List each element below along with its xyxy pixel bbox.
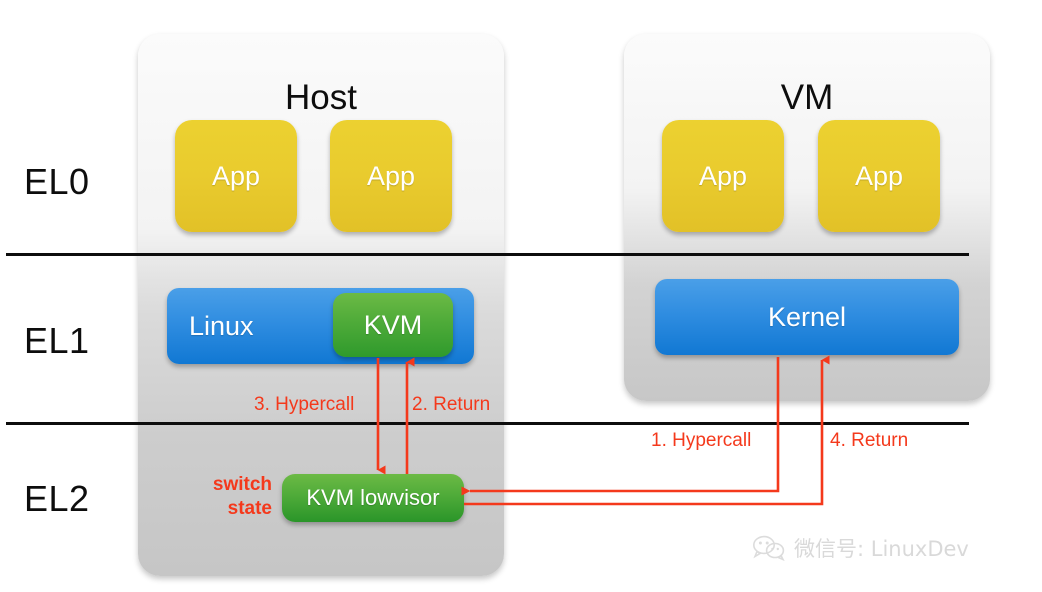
host-panel-title: Host xyxy=(285,78,357,117)
kvm-lowvisor-box: KVM lowvisor xyxy=(282,474,464,522)
flow-label-2-return: 2. Return xyxy=(412,394,491,415)
el0-level-label: EL0 xyxy=(24,161,90,202)
vm-panel-title: VM xyxy=(780,78,834,117)
flow-label-3-hypercall: 3. Hypercall xyxy=(254,394,355,415)
flow-label-1-hypercall: 1. Hypercall xyxy=(651,430,752,451)
divider-el1-el2 xyxy=(6,422,969,425)
vm-app-box-2: App xyxy=(818,120,940,232)
el2-level-label: EL2 xyxy=(24,478,90,519)
switch-state-label: switch state xyxy=(212,474,272,519)
wechat-icon xyxy=(753,535,785,561)
flow-label-4-return: 4. Return xyxy=(830,430,909,451)
host-app-box-1: App xyxy=(175,120,297,232)
watermark: 微信号: LinuxDev xyxy=(752,533,969,563)
el1-level-label: EL1 xyxy=(24,320,90,361)
watermark-text: 微信号: LinuxDev xyxy=(794,537,969,561)
host-app-box-2: App xyxy=(330,120,452,232)
divider-el0-el1 xyxy=(6,253,969,256)
host-kvm-module-box: KVM xyxy=(333,293,453,357)
vm-kernel-box: Kernel xyxy=(655,279,959,355)
vm-app-box-1: App xyxy=(662,120,784,232)
